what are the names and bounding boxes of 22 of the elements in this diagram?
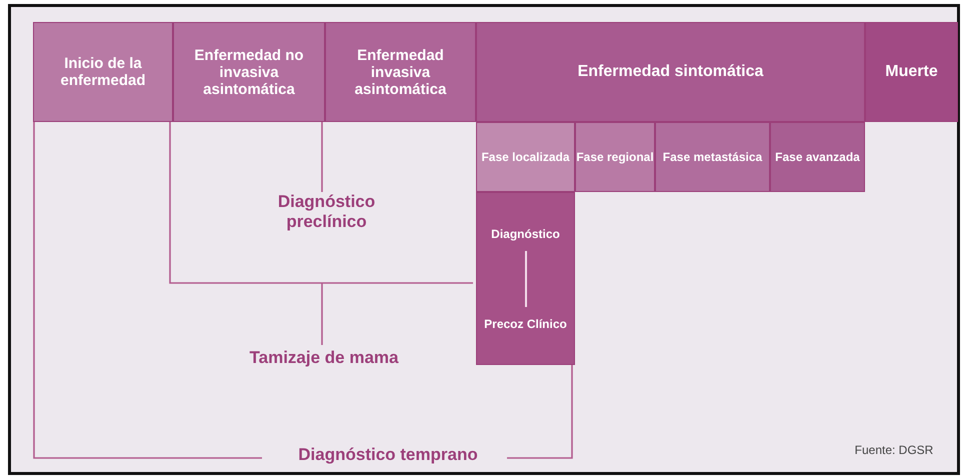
source-note: Fuente: DGSR <box>854 443 934 457</box>
cell-text: Precoz Clínico <box>484 316 567 330</box>
header-cell <box>173 22 325 122</box>
header-cell <box>325 22 476 122</box>
header-cell <box>33 22 173 122</box>
cell-text: Fase avanzada <box>775 150 860 164</box>
phase-cell <box>770 122 865 192</box>
phase-cell <box>476 122 575 192</box>
cell-text: Fase metastásica <box>662 150 762 164</box>
header-cell <box>865 22 958 122</box>
phase-cell <box>575 122 655 192</box>
cell-text: Inicio de la enfermedad <box>59 55 147 89</box>
cell-text: Enfermedad sintomática <box>578 63 764 81</box>
diagnosis-box <box>476 192 575 365</box>
cell-text: Enfermedad invasiva asintomática <box>354 46 448 98</box>
cell-text: Fase regional <box>576 150 654 164</box>
cell-text: Enfermedad no invasiva asintomática <box>193 46 305 98</box>
phase-cell <box>655 122 770 192</box>
header-cell <box>476 22 865 122</box>
cell-text: Fase localizada <box>481 150 570 164</box>
cell-text: Diagnóstico <box>491 226 560 240</box>
cell-text: Muerte <box>885 63 938 81</box>
